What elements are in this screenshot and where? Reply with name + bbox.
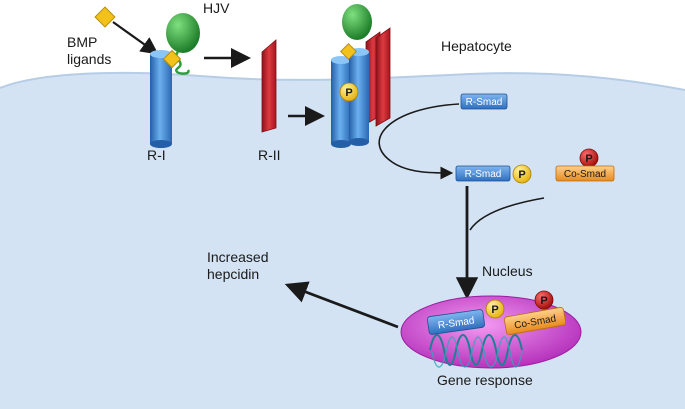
dna-coil-back-icon [431, 336, 523, 368]
hjv-label: HJV [203, 0, 230, 16]
nucleus-label: Nucleus [482, 263, 533, 279]
bound-ligand-icon [162, 49, 182, 69]
nuclear-r-smad-icon [427, 309, 485, 335]
r-smad-free-label: R-Smad [466, 97, 503, 108]
receptor-complex-icon [331, 4, 391, 148]
phospho-receptor-label: P [345, 87, 352, 99]
receptor-r2-label: R-II [258, 147, 281, 163]
receptor-r1-icon [150, 50, 172, 148]
nuclear-phospho-r-smad-label: P [491, 304, 498, 316]
hjv-icon [166, 13, 200, 53]
nuclear-phospho-r-smad-icon [485, 299, 505, 319]
co-smad-icon [555, 165, 615, 182]
phospho-r-smad-label: P [518, 169, 525, 181]
nuclear-phospho-co-smad-icon [534, 290, 554, 310]
receptor-r1-label: R-I [147, 147, 166, 163]
increased-hepcidin-label-line1: Increased [207, 249, 268, 265]
r-smad-phospho-label: R-Smad [465, 169, 502, 180]
hepatocyte-label: Hepatocyte [441, 38, 512, 54]
gene-response-label: Gene response [437, 372, 533, 388]
receptor-r2-icon [261, 39, 277, 133]
phospho-receptor-icon [339, 82, 359, 102]
phospho-co-smad-label: P [585, 153, 592, 165]
bmp-ligands-label-line2: ligands [67, 51, 111, 67]
ligand-binding-arrow [112, 21, 159, 55]
hjv-tether-icon [175, 51, 190, 75]
nuclear-co-smad-icon [503, 307, 567, 335]
co-smad-merge-line [469, 197, 545, 231]
hepcidin-output-arrow [284, 281, 399, 329]
r-smad-phospho-icon [455, 165, 511, 182]
r-smad-free-icon [460, 93, 508, 110]
phosphorylation-arrow [378, 103, 460, 180]
co-smad-label: Co-Smad [564, 169, 606, 180]
bmp-ligands-label-line1: BMP [67, 34, 97, 50]
bmp-ligand-icon [94, 6, 116, 28]
increased-hepcidin-label-line2: hepcidin [207, 266, 259, 282]
nuclear-r-smad-label: R-Smad [437, 315, 475, 331]
phospho-r-smad-icon [512, 164, 532, 184]
nuclear-phospho-co-smad-label: P [540, 295, 547, 307]
